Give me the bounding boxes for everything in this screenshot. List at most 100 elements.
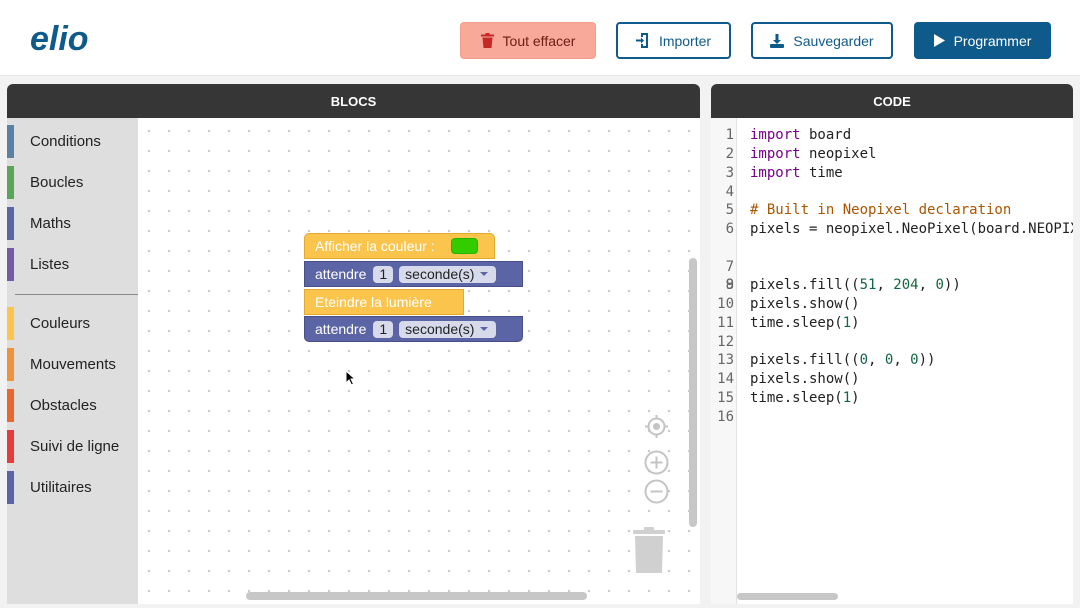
code-line: pixels = neopixel.NeoPixel(board.NEOPIXE… <box>750 221 1073 237</box>
file-import-icon <box>635 33 648 48</box>
code-number: 0 <box>910 352 919 368</box>
play-icon <box>933 34 945 47</box>
code-panel-header: CODE <box>711 84 1073 118</box>
code-number: 0 <box>935 277 944 293</box>
unit-dropdown[interactable]: seconde(s) <box>399 265 497 283</box>
category-loops[interactable]: Boucles <box>7 166 138 199</box>
wait-block[interactable]: attendre 1 seconde(s) <box>304 316 523 342</box>
import-button[interactable]: Importer <box>616 22 731 59</box>
zoom-in-icon[interactable] <box>644 450 669 475</box>
code-line: time.sleep(1) <box>750 390 860 406</box>
workspace-trash-icon[interactable] <box>632 526 666 574</box>
code-line: pixels.show() <box>750 371 860 387</box>
code-text: ) <box>851 315 860 331</box>
save-label: Sauvegarder <box>793 32 874 49</box>
blocks-panel-title: BLOCS <box>330 93 377 109</box>
category-conditions[interactable]: Conditions <box>7 125 138 158</box>
toolbox-separator <box>15 294 138 295</box>
code-line: import neopixel <box>750 146 876 162</box>
category-math[interactable]: Maths <box>7 207 138 240</box>
block-label: attendre <box>315 321 367 337</box>
code-keyword: import <box>750 146 801 162</box>
unit-dropdown-value: seconde(s) <box>405 321 475 337</box>
block-label: attendre <box>315 266 367 282</box>
code-number: 51 <box>859 277 877 293</box>
code-editor[interactable]: 1 2 3 4 5 6 7 8 9 10 11 12 13 14 15 16 i… <box>711 118 1073 604</box>
category-label: Boucles <box>30 174 84 191</box>
clear-all-button[interactable]: Tout effacer <box>460 22 596 59</box>
code-line: pixels.fill((0, 0, 0)) <box>750 352 935 368</box>
workspace-vertical-scrollbar[interactable] <box>689 258 697 527</box>
download-icon <box>770 33 785 48</box>
line-number: 15 <box>717 390 734 406</box>
category-color-bar <box>7 248 14 281</box>
code-text: ) <box>851 390 860 406</box>
code-number: 1 <box>842 390 852 406</box>
line-number: 7 <box>725 259 734 275</box>
block-label: Eteindre la lumière <box>315 294 432 310</box>
code-text: pixels.fill(( <box>750 352 860 368</box>
turn-off-light-block[interactable]: Eteindre la lumière <box>304 289 464 315</box>
show-color-block[interactable]: Afficher la couleur : <box>304 233 495 259</box>
line-number: 11 <box>717 315 734 331</box>
blocks-workspace[interactable]: Afficher la couleur : attendre 1 seconde… <box>138 118 700 604</box>
line-number: 16 <box>717 409 734 425</box>
category-label: Mouvements <box>30 356 116 373</box>
code-text: , <box>876 277 894 293</box>
code-line: pixels.fill((51, 204, 0)) <box>750 277 961 293</box>
category-color-bar <box>7 166 14 199</box>
code-text: board <box>800 127 852 143</box>
code-text: )) <box>943 277 961 293</box>
category-color-bar <box>7 389 14 422</box>
workspace-horizontal-scrollbar[interactable] <box>246 592 587 600</box>
category-color-bar <box>7 348 14 381</box>
code-line: import board <box>750 127 851 143</box>
block-label: Afficher la couleur : <box>315 238 435 254</box>
code-text: neopixel <box>800 146 877 162</box>
block-toolbox: Conditions Boucles Maths Listes Couleurs… <box>7 118 138 604</box>
category-color-bar <box>7 430 14 463</box>
category-color-bar <box>7 125 14 158</box>
code-text: time <box>800 165 843 181</box>
code-number: 1 <box>842 315 852 331</box>
category-color-bar <box>7 207 14 240</box>
program-label: Programmer <box>953 32 1032 49</box>
line-number: 3 <box>725 165 734 181</box>
elio-logo[interactable]: elio <box>30 14 100 60</box>
category-movements[interactable]: Mouvements <box>7 348 138 381</box>
recenter-icon[interactable] <box>644 414 669 439</box>
unit-dropdown[interactable]: seconde(s) <box>399 320 497 338</box>
zoom-out-icon[interactable] <box>644 479 669 504</box>
code-number: 0 <box>884 352 894 368</box>
color-picker-field[interactable] <box>450 238 478 254</box>
line-number: 10 <box>717 296 734 312</box>
trash-icon <box>480 33 494 48</box>
line-number: 6 <box>725 221 734 237</box>
category-utilities[interactable]: Utilitaires <box>7 471 138 504</box>
code-horizontal-scrollbar[interactable] <box>737 593 838 600</box>
save-button[interactable]: Sauvegarder <box>751 22 893 59</box>
wait-block[interactable]: attendre 1 seconde(s) <box>304 261 523 287</box>
code-text: time.sleep( <box>750 315 843 331</box>
code-number: 204 <box>893 277 919 293</box>
category-obstacles[interactable]: Obstacles <box>7 389 138 422</box>
code-line: time.sleep(1) <box>750 315 860 331</box>
category-color-bar <box>7 307 14 340</box>
category-line-following[interactable]: Suivi de ligne <box>7 430 138 463</box>
code-text: , <box>893 352 911 368</box>
unit-dropdown-value: seconde(s) <box>405 266 475 282</box>
category-label: Conditions <box>30 133 101 150</box>
category-label: Suivi de ligne <box>30 438 120 455</box>
category-lists[interactable]: Listes <box>7 248 138 281</box>
code-comment: # Built in Neopixel declaration <box>750 202 1012 218</box>
category-label: Obstacles <box>30 397 97 414</box>
code-line: pixels.show() <box>750 296 860 312</box>
category-colors[interactable]: Couleurs <box>7 307 138 340</box>
category-label: Maths <box>30 215 71 232</box>
code-panel-title: CODE <box>873 93 911 109</box>
mouse-cursor-icon <box>345 370 357 386</box>
wait-number-field[interactable]: 1 <box>373 265 394 283</box>
wait-number-field[interactable]: 1 <box>373 320 394 338</box>
line-number-gutter: 1 2 3 4 5 6 7 8 9 10 11 12 13 14 15 16 <box>711 118 737 604</box>
program-button[interactable]: Programmer <box>914 22 1051 59</box>
